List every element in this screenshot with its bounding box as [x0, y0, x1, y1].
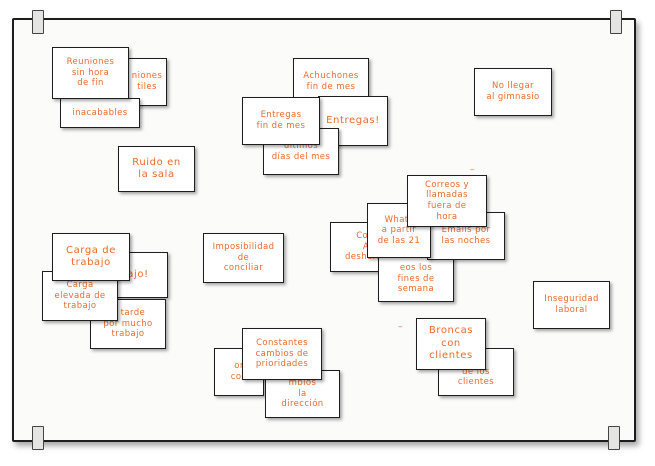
- sticky-note[interactable]: Inseguridad laboral: [533, 281, 610, 329]
- sticky-note[interactable]: Whats a partir de las 21: [367, 203, 431, 258]
- note-text: Emails por las noches: [441, 225, 491, 246]
- sticky-note[interactable]: Entregas fin de mes: [242, 97, 320, 145]
- note-text: Entregas fin de mes: [256, 110, 306, 131]
- note-text: Ruido en la sala: [132, 156, 181, 181]
- note-text: Carga elevada de trabajo: [54, 280, 106, 312]
- marker-dot: –: [470, 165, 475, 175]
- note-text: Corr A deshoras: [345, 231, 387, 263]
- note-text: Inseguridad laboral: [544, 294, 599, 315]
- note-text: Entregas!: [326, 114, 380, 126]
- note-text: Carga de trabajo: [65, 244, 116, 269]
- marker-dot: –: [398, 322, 403, 332]
- note-text: Reuniones sin hora de fin: [66, 57, 115, 89]
- note-text: or con: [230, 361, 248, 382]
- sticky-note[interactable]: Broncas con clientes: [416, 318, 486, 370]
- sticky-note[interactable]: Imposibilidad de conciliar: [203, 233, 284, 283]
- tape-bottom-right: [608, 426, 620, 450]
- sticky-note[interactable]: Reuniones sin hora de fin: [52, 47, 129, 99]
- note-text: ajo!: [127, 268, 149, 280]
- sticky-note[interactable]: Constantes cambios de prioridades: [242, 328, 322, 380]
- note-text: Achuchones fin de mes: [303, 71, 359, 92]
- note-text: inacabables: [72, 107, 128, 118]
- sticky-note[interactable]: inacabables: [60, 98, 140, 128]
- sticky-note[interactable]: No llegar al gimnasio: [474, 68, 552, 116]
- sticky-note[interactable]: Ruido en la sala: [118, 146, 195, 192]
- note-text: Constantes cambios de prioridades: [255, 338, 309, 370]
- sticky-note[interactable]: Correos y llamadas fuera de hora: [407, 175, 487, 227]
- tape-top-right: [610, 10, 622, 34]
- sticky-note[interactable]: Carga de trabajo: [52, 233, 130, 281]
- note-text: niones tiles: [131, 71, 163, 92]
- note-text: eos los fines de semana: [397, 263, 435, 295]
- tape-top-left: [32, 10, 44, 34]
- tape-bottom-left: [32, 426, 44, 450]
- note-text: No llegar al gimnasio: [486, 81, 540, 102]
- note-text: Correos y llamadas fuera de hora: [425, 179, 469, 222]
- note-text: Whats a partir de las 21: [377, 214, 421, 246]
- note-text: Broncas con clientes: [428, 325, 474, 362]
- sticky-note[interactable]: eos los fines de semana: [378, 256, 454, 302]
- note-text: últimos días del mes: [271, 140, 331, 162]
- note-text: mbios la dirección: [281, 378, 324, 410]
- note-text: Imposibilidad de conciliar: [212, 242, 275, 274]
